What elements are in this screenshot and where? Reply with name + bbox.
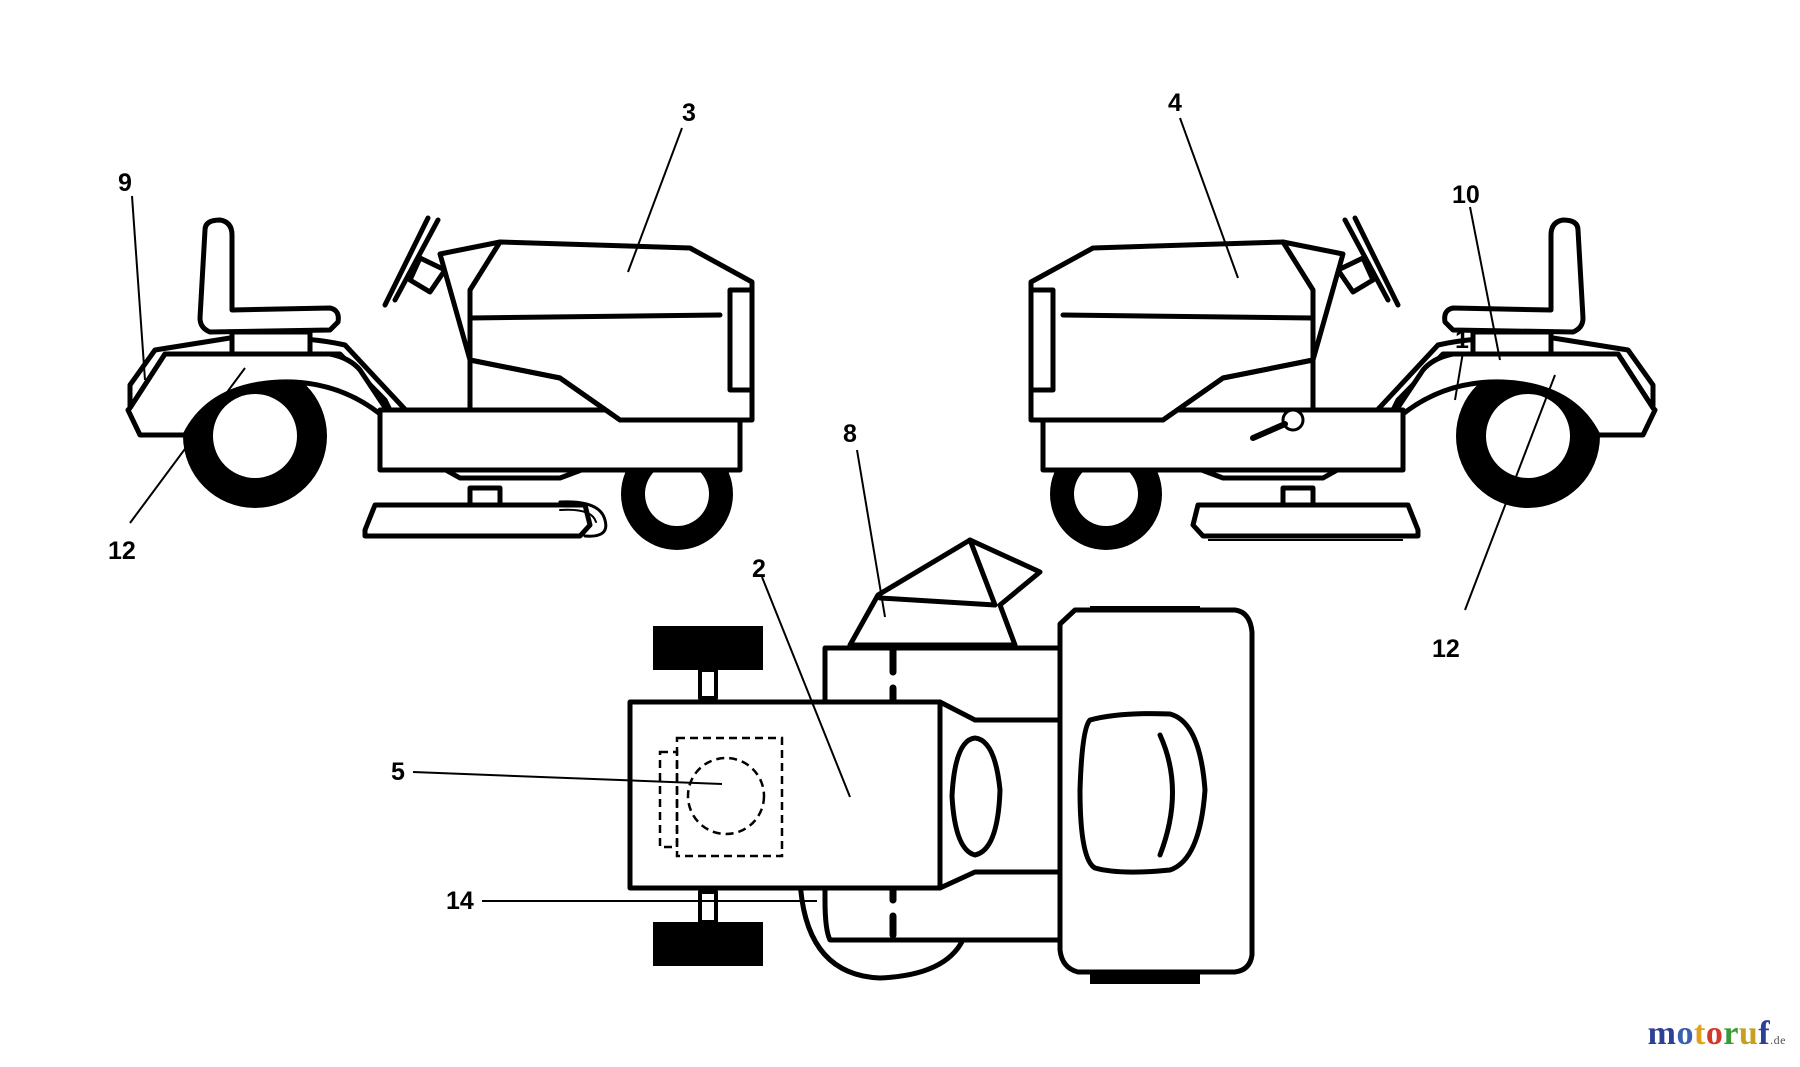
discharge-chute bbox=[847, 537, 1043, 648]
tractor-top-view bbox=[627, 537, 1255, 984]
callout-labels: 3 9 12 4 10 1 12 8 2 5 14 bbox=[108, 89, 1480, 915]
callout-3: 3 bbox=[682, 99, 696, 127]
deck-outline-top bbox=[797, 877, 968, 981]
watermark-letter: m bbox=[1647, 1015, 1677, 1052]
watermark-letter: f bbox=[1758, 1015, 1771, 1052]
callout-14: 14 bbox=[446, 887, 474, 915]
lift-lever-knob bbox=[1281, 408, 1305, 432]
callout-10: 10 bbox=[1452, 181, 1480, 209]
watermark-letter: o bbox=[1705, 1015, 1724, 1052]
watermark-letter: o bbox=[1676, 1015, 1694, 1052]
engine-outline-top bbox=[675, 736, 784, 858]
seat-right bbox=[1442, 217, 1586, 335]
callout-4: 4 bbox=[1168, 89, 1182, 117]
mower-deck-left bbox=[362, 502, 593, 539]
callout-12-right: 12 bbox=[1432, 635, 1460, 663]
tractor-left-view bbox=[125, 215, 755, 550]
callout-2: 2 bbox=[752, 555, 766, 583]
seat-left bbox=[197, 217, 341, 335]
front-tire-top-lower bbox=[653, 922, 763, 966]
hood-left bbox=[437, 239, 755, 423]
watermark-letter: r bbox=[1723, 1015, 1739, 1052]
callout-12-left: 12 bbox=[108, 537, 136, 565]
callout-1: 1 bbox=[1455, 326, 1469, 354]
steering-top bbox=[949, 735, 1003, 858]
watermark-letter: t bbox=[1694, 1015, 1706, 1052]
steering-wheel-right bbox=[1352, 215, 1401, 308]
steering-wheel-left bbox=[382, 215, 431, 308]
callout-8: 8 bbox=[843, 420, 857, 448]
front-tire-top-upper bbox=[653, 626, 763, 670]
callout-5: 5 bbox=[391, 758, 405, 786]
watermark-logo: motoruf.de bbox=[1648, 1015, 1786, 1053]
seat-top bbox=[1077, 711, 1208, 875]
callout-9: 9 bbox=[118, 169, 132, 197]
mower-deck-right bbox=[1190, 502, 1421, 539]
hood-right bbox=[1028, 239, 1346, 423]
tractor-right-view bbox=[1028, 215, 1658, 550]
leader-lines bbox=[129, 117, 1556, 902]
watermark-letter: u bbox=[1738, 1015, 1759, 1052]
watermark-suffix: .de bbox=[1770, 1033, 1786, 1047]
